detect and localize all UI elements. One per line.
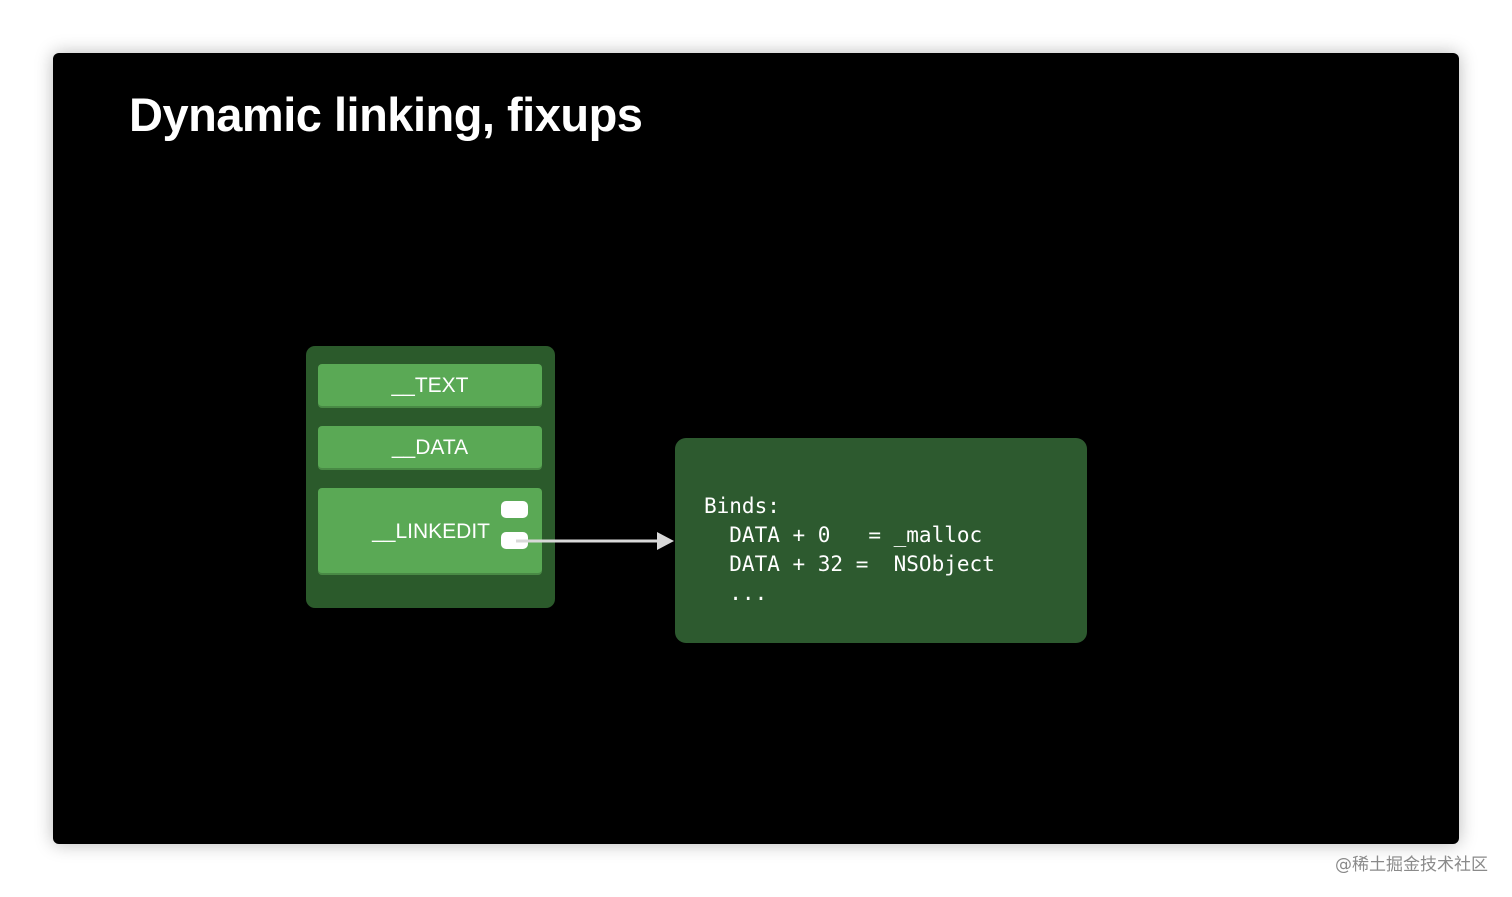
fixup-slot bbox=[501, 532, 528, 549]
fixup-slot bbox=[501, 501, 528, 518]
binds-line: Binds: bbox=[704, 494, 780, 518]
slide: Dynamic linking, fixups __TEXT __DATA __… bbox=[53, 53, 1459, 844]
segment-data: __DATA bbox=[318, 426, 542, 470]
binary-container: __TEXT __DATA __LINKEDIT bbox=[306, 346, 555, 608]
binds-box: Binds: DATA + 0 = _malloc DATA + 32 = NS… bbox=[675, 438, 1087, 643]
segment-data-label: __DATA bbox=[391, 436, 469, 459]
binds-text: Binds: DATA + 0 = _malloc DATA + 32 = NS… bbox=[704, 492, 995, 608]
watermark: @稀土掘金技术社区 bbox=[1335, 855, 1488, 875]
binds-line: DATA + 32 = NSObject bbox=[704, 552, 995, 576]
segment-text: __TEXT bbox=[318, 364, 542, 408]
binds-line: DATA + 0 = _malloc bbox=[704, 523, 983, 547]
slide-title: Dynamic linking, fixups bbox=[129, 88, 643, 141]
binds-line: ... bbox=[704, 581, 768, 605]
segment-linkedit: __LINKEDIT bbox=[318, 488, 542, 575]
arrow-head bbox=[657, 532, 674, 550]
segment-linkedit-label: __LINKEDIT bbox=[372, 519, 490, 543]
segment-text-label: __TEXT bbox=[391, 374, 469, 397]
